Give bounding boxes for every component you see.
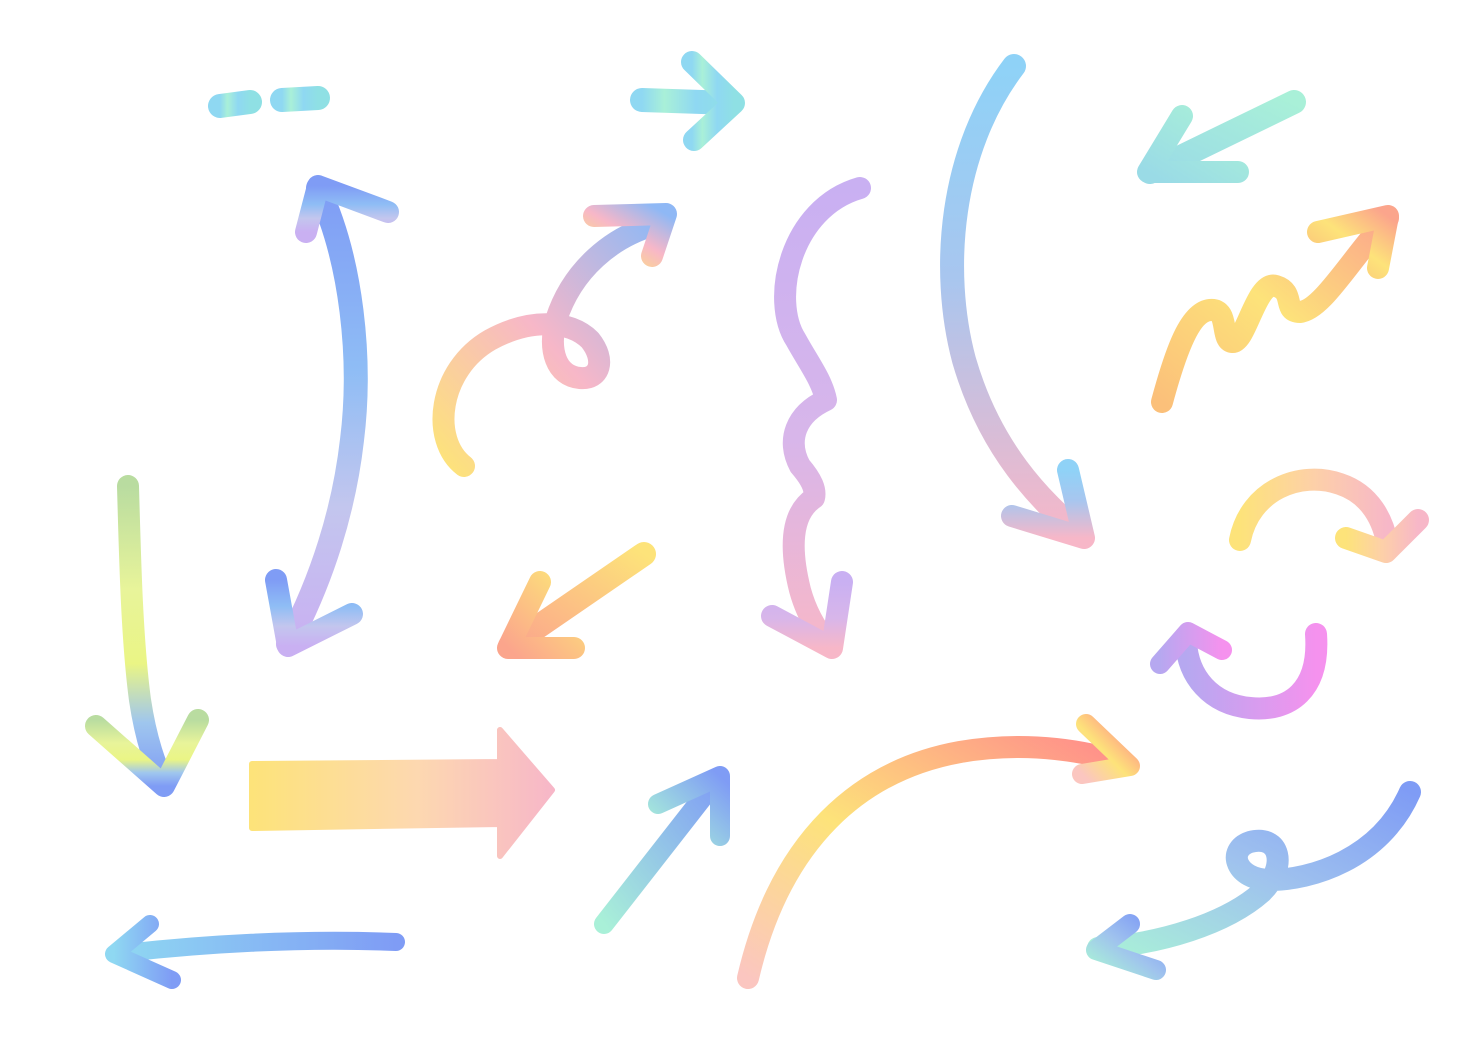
- double-headed-arrow: [265, 175, 399, 657]
- zigzag-up-right-arrow: [1151, 205, 1399, 413]
- straight-down-left-arrow-mid: [497, 542, 656, 659]
- u-turn-arrow: [1150, 622, 1328, 720]
- block-right-arrow: [249, 727, 555, 859]
- dashed-right-arrow: [208, 51, 745, 151]
- dashed-down-arrow: [85, 187, 209, 797]
- loop-down-left-arrow: [1086, 781, 1421, 980]
- straight-down-left-arrow-top: [1137, 90, 1306, 184]
- straight-up-right-arrow: [594, 766, 730, 934]
- loop-up-right-arrow: [432, 203, 677, 477]
- arc-right-arrow: [1229, 468, 1429, 563]
- brace-down-arrow: [761, 177, 871, 659]
- long-curve-down-arrow: [940, 54, 1095, 549]
- big-arc-right-arrow: [737, 714, 1140, 989]
- straight-left-arrow: [105, 915, 405, 989]
